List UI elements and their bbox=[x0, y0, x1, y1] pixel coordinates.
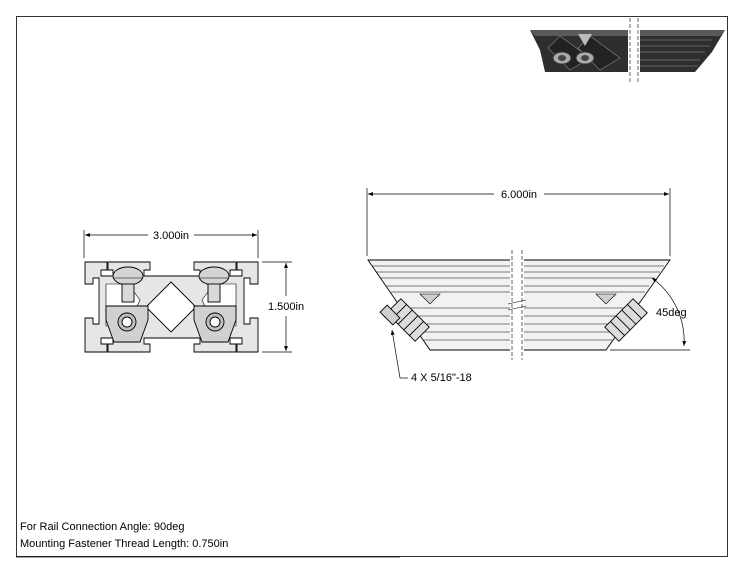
isometric-thumbnail bbox=[530, 18, 725, 84]
label-angle: 45deg bbox=[656, 307, 687, 319]
sheet-border bbox=[16, 16, 728, 557]
note-rail-angle: For Rail Connection Angle: 90deg bbox=[20, 521, 185, 533]
end-view-profile bbox=[84, 261, 259, 353]
dimension-angle bbox=[610, 277, 690, 351]
dimension-end-height bbox=[262, 261, 292, 353]
note-thread-length: Mounting Fastener Thread Length: 0.750in bbox=[20, 538, 229, 550]
label-fastener-callout: 4 X 5/16"-18 bbox=[411, 372, 472, 384]
side-view-profile bbox=[367, 250, 671, 360]
dimension-end-width bbox=[83, 230, 259, 258]
label-side-length: 6.000in bbox=[501, 189, 537, 201]
fastener-leader bbox=[390, 329, 408, 379]
label-end-width: 3.000in bbox=[153, 230, 189, 242]
dimension-side-length bbox=[366, 188, 671, 256]
label-end-height: 1.500in bbox=[268, 301, 304, 313]
